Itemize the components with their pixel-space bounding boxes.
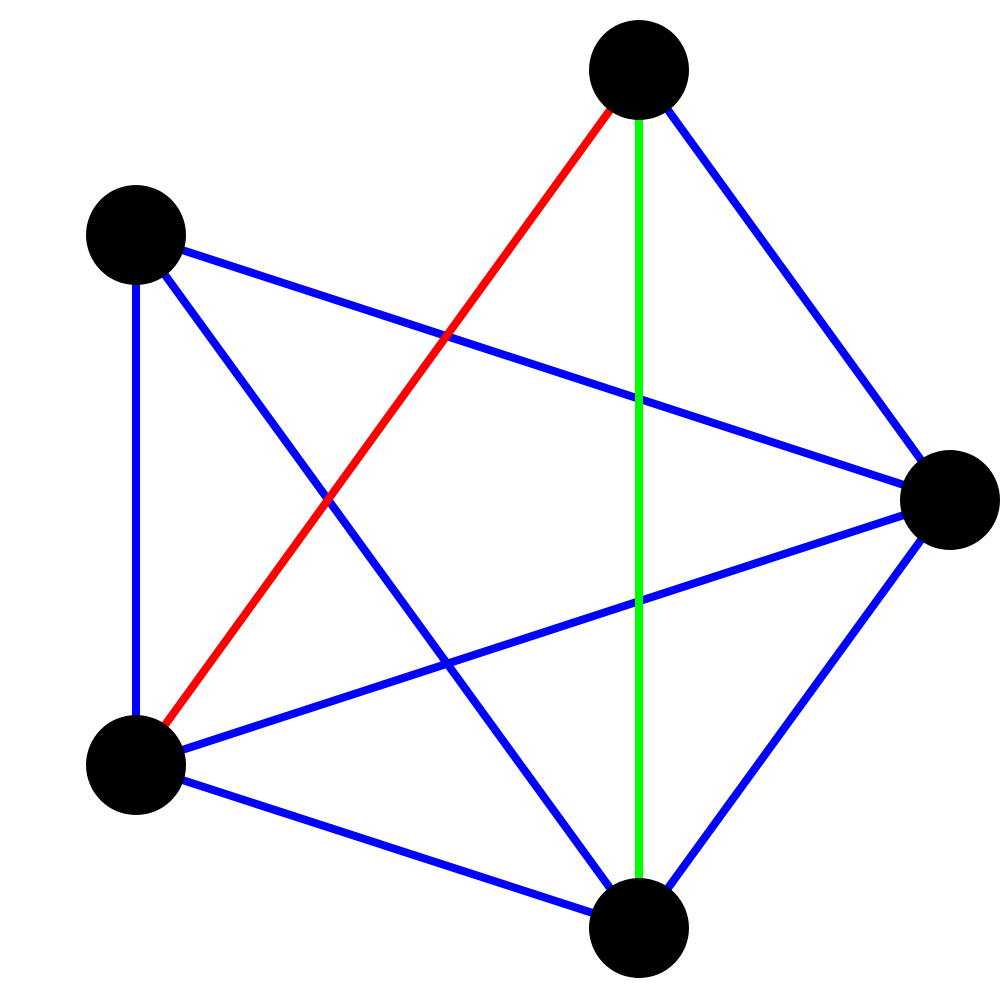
edge-upper-left-bottom bbox=[132, 232, 643, 931]
edge-right-bottom bbox=[635, 497, 954, 931]
edge-top-right bbox=[635, 67, 954, 503]
node-bottom bbox=[589, 878, 689, 978]
nodes-layer bbox=[86, 20, 1000, 978]
edge-lower-left-bottom bbox=[134, 761, 641, 932]
node-lower-left bbox=[86, 715, 186, 815]
node-upper-left bbox=[86, 185, 186, 285]
edges-layer bbox=[132, 67, 954, 932]
edge-upper-left-right bbox=[134, 231, 952, 504]
edge-top-lower-left bbox=[132, 67, 643, 768]
edge-lower-left-right bbox=[134, 496, 952, 769]
node-top bbox=[589, 20, 689, 120]
node-right bbox=[900, 450, 1000, 550]
